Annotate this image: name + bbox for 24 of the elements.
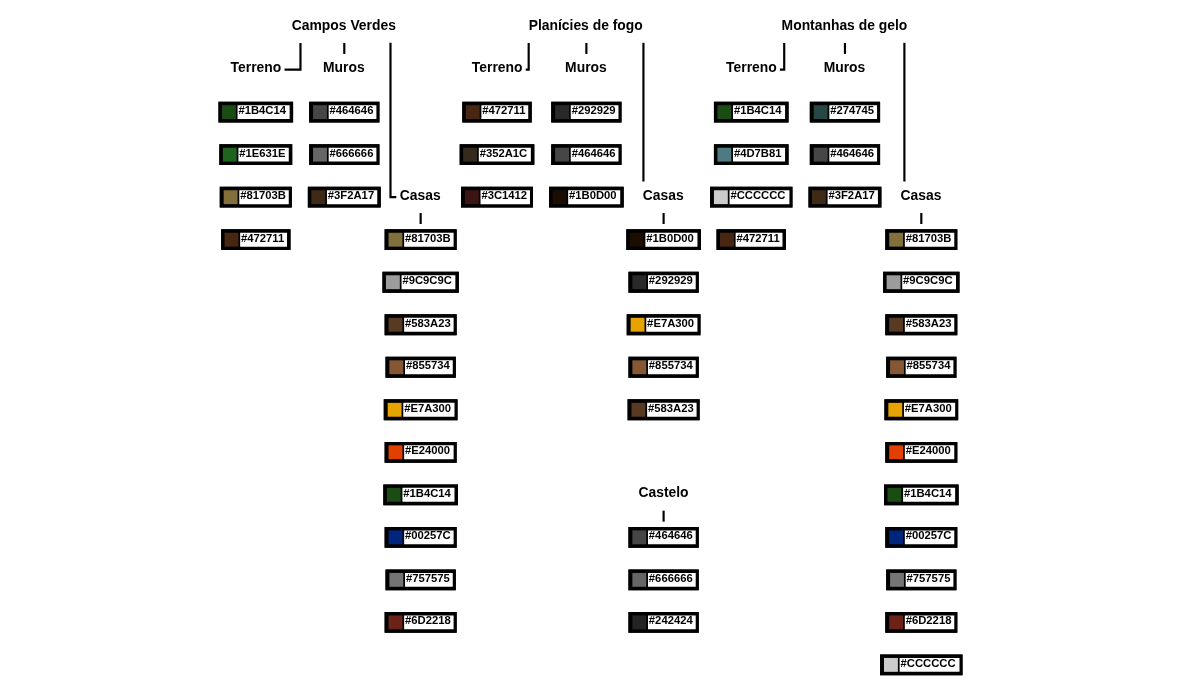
node-text: Casas <box>900 186 942 203</box>
connector <box>585 42 588 54</box>
connector <box>525 42 530 71</box>
connector <box>662 213 665 224</box>
node-text: Muros <box>823 59 866 76</box>
node-text: Muros <box>323 59 365 76</box>
connector <box>843 42 847 54</box>
node-text: Muros <box>565 59 607 76</box>
node-text: Terreno <box>471 59 523 76</box>
node-text: Planícies de fogo <box>528 16 643 33</box>
node-text: Casas <box>642 186 684 203</box>
node-text: Terreno <box>230 59 282 76</box>
connector <box>642 42 645 182</box>
node-text: Campos Verdes <box>291 16 396 33</box>
node-text: Terreno <box>726 59 777 76</box>
connector <box>419 213 422 224</box>
connector <box>920 213 923 224</box>
connector <box>343 42 346 54</box>
connector <box>903 42 906 182</box>
node-text: Castelo <box>638 484 689 501</box>
node-text: Montanhas de gelo <box>781 16 908 33</box>
connector <box>662 510 665 522</box>
connector <box>779 42 786 71</box>
node-text: Casas <box>399 186 441 203</box>
